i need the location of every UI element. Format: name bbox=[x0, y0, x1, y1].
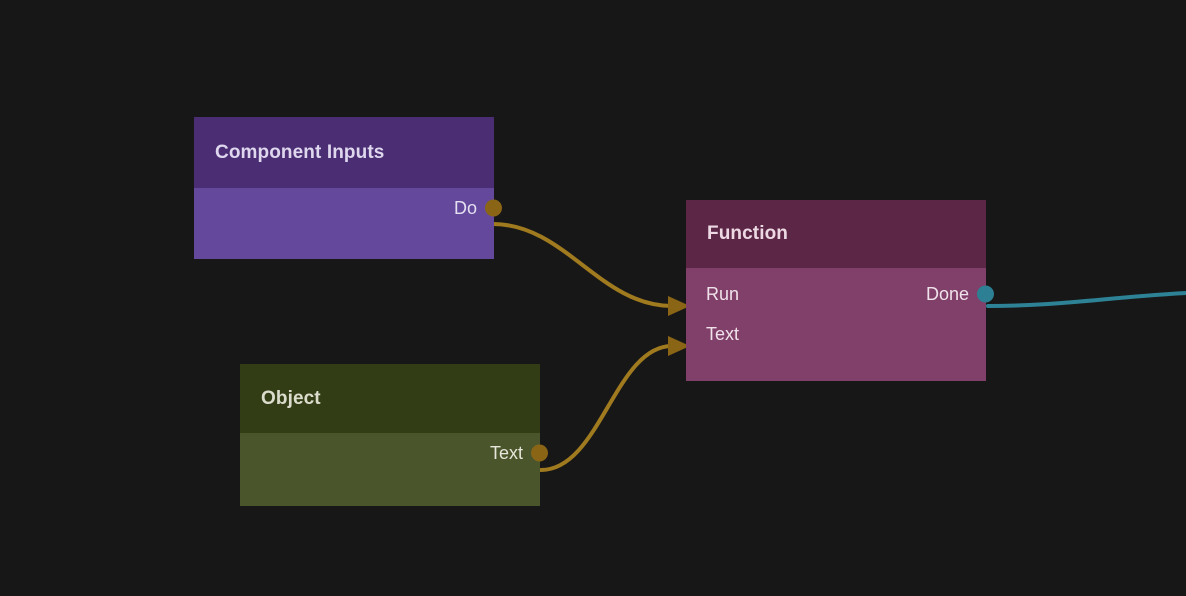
node-body: Do bbox=[194, 188, 502, 259]
port-label-done: Done bbox=[925, 283, 969, 304]
wire-do-run bbox=[491, 222, 690, 316]
output-port-dot-done[interactable] bbox=[977, 285, 994, 303]
node-title: Component Inputs bbox=[215, 141, 385, 163]
node-function[interactable]: Function Run Done Text bbox=[686, 200, 994, 381]
port-row-run-done[interactable]: Run Done bbox=[686, 274, 994, 314]
node-body: Run Done Text bbox=[686, 268, 994, 381]
node-body: Text bbox=[240, 433, 548, 506]
output-port-row-do[interactable]: Do bbox=[194, 188, 502, 228]
node-object[interactable]: Object Text bbox=[240, 364, 548, 506]
input-port-run[interactable]: Run bbox=[706, 274, 739, 314]
output-port-dot-do[interactable] bbox=[485, 199, 502, 217]
port-label-do: Do bbox=[453, 197, 477, 218]
node-header[interactable]: Object bbox=[240, 364, 540, 433]
output-port-done[interactable]: Done bbox=[926, 274, 969, 314]
wire-text-text bbox=[539, 336, 690, 472]
node-title: Object bbox=[261, 387, 321, 409]
output-port-dot-text[interactable] bbox=[531, 444, 548, 462]
wire-done-out bbox=[986, 291, 1186, 308]
node-header[interactable]: Function bbox=[686, 200, 986, 268]
node-title: Function bbox=[707, 223, 789, 244]
port-label-run: Run bbox=[706, 283, 740, 304]
output-port-row-text[interactable]: Text bbox=[240, 433, 548, 473]
node-header[interactable]: Component Inputs bbox=[194, 117, 494, 188]
port-label-text: Text bbox=[489, 442, 523, 463]
input-port-row-text[interactable]: Text bbox=[686, 314, 986, 354]
node-component-inputs[interactable]: Component Inputs Do bbox=[194, 117, 502, 259]
port-label-text: Text bbox=[706, 323, 740, 344]
